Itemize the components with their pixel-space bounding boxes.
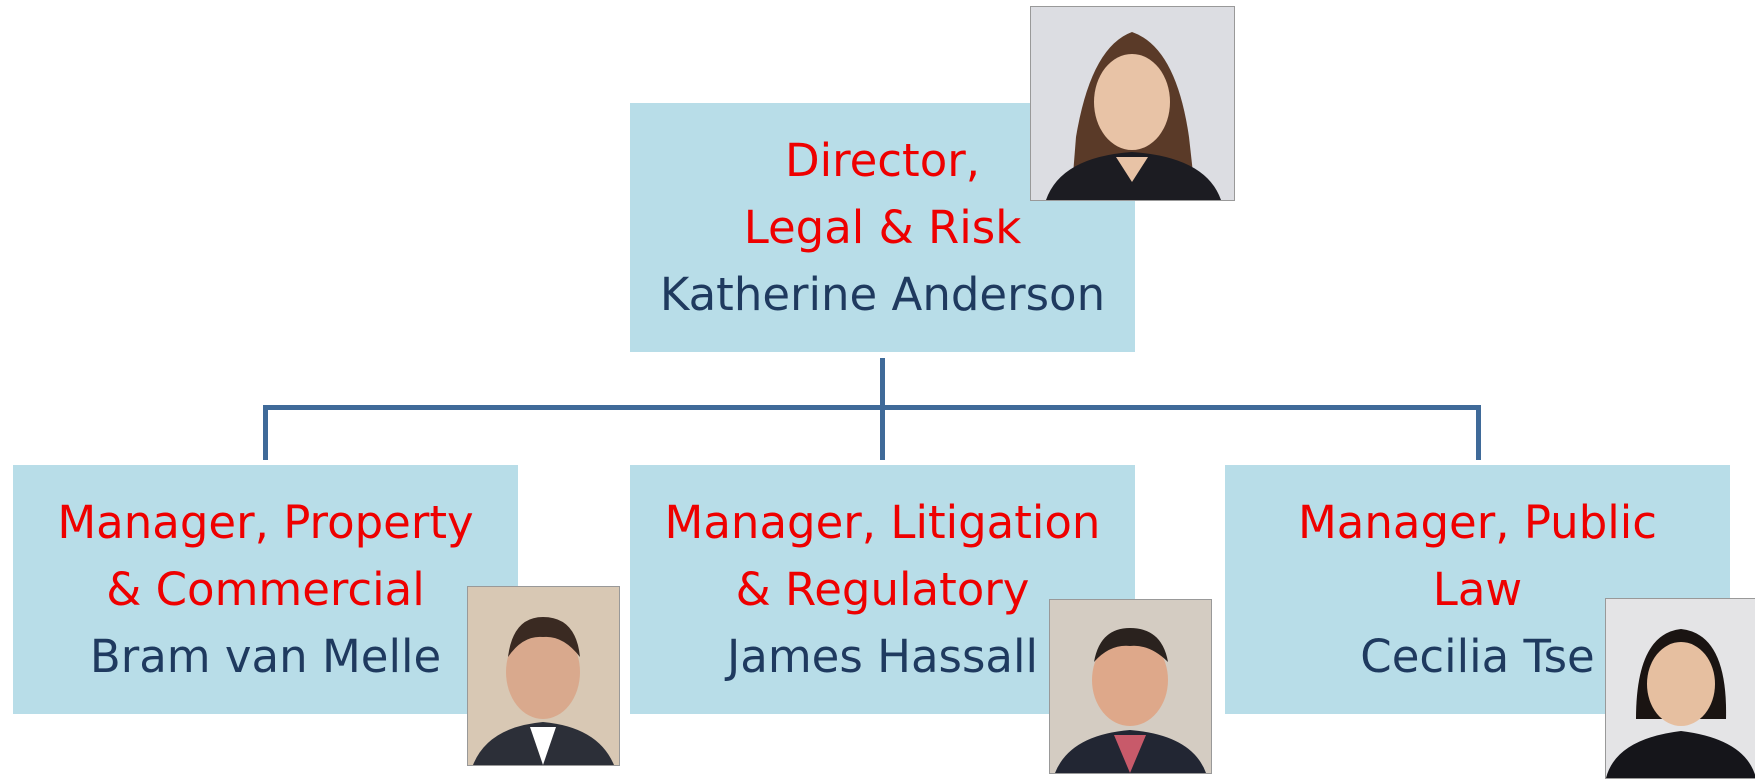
manager-litigation-role-line1: Manager, Litigation: [664, 496, 1101, 549]
manager-litigation-role-line2: & Regulatory: [735, 563, 1030, 616]
manager-property-role-line1: Manager, Property: [57, 496, 474, 549]
manager-box-litigation: Manager, Litigation & Regulatory James H…: [630, 465, 1135, 714]
manager-public-law-role-line1: Manager, Public: [1297, 496, 1658, 549]
manager-property-portrait-photo: [467, 586, 620, 766]
manager-litigation-portrait-photo: [1049, 599, 1212, 774]
manager-litigation-name: James Hassall: [726, 630, 1038, 683]
manager-public-law-role-line2: Law: [1432, 563, 1523, 616]
director-role-line2: Legal & Risk: [743, 201, 1022, 254]
connector-manager-3-vertical: [1476, 405, 1481, 460]
director-portrait-photo: [1030, 6, 1235, 201]
manager-public-law-portrait-photo: [1605, 598, 1755, 779]
connector-horizontal: [263, 405, 1481, 410]
manager-box-property: Manager, Property & Commercial Bram van …: [13, 465, 518, 714]
director-name: Katherine Anderson: [659, 268, 1106, 321]
connector-manager-1-vertical: [263, 405, 268, 460]
manager-public-law-name: Cecilia Tse: [1360, 630, 1595, 683]
manager-property-role-line2: & Commercial: [106, 563, 425, 616]
director-role-line1: Director,: [784, 134, 981, 187]
manager-property-name: Bram van Melle: [89, 630, 442, 683]
